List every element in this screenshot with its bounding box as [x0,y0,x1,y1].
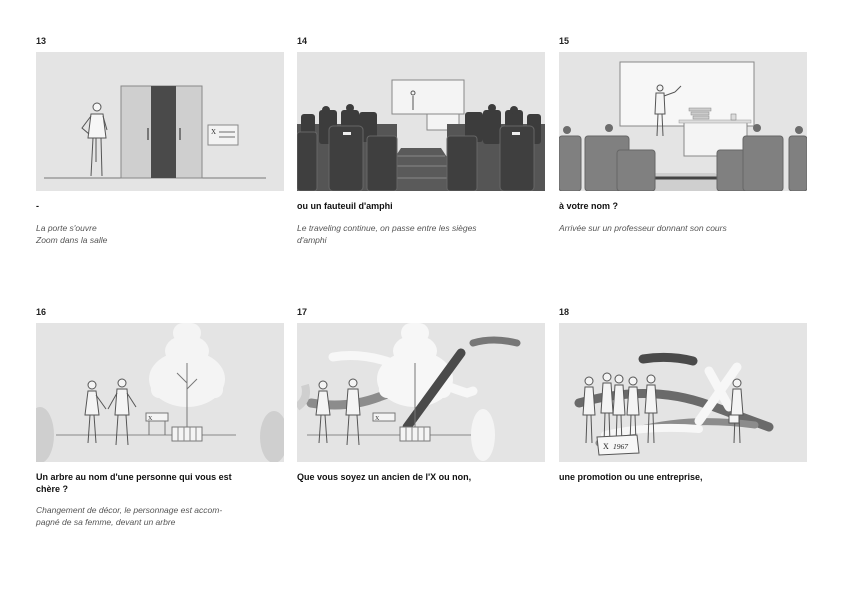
panel-illustration [297,52,545,191]
panel-number: 13 [36,36,47,46]
panel-note-line-1: Changement de décor, le personnage est a… [36,505,223,515]
bush-shape [36,407,284,462]
panel-caption: une promotion ou une entreprise, [559,472,703,482]
promotion-sign: X 1967 [596,434,640,456]
panel-caption: ou un fauteuil d'amphi [297,201,393,211]
panel-illustration [559,52,807,191]
panel-illustration: X [36,323,284,462]
panel-note-line-1: La porte s'ouvre [36,223,97,233]
panel-note-line-2: pagné de sa femme, devant un arbre [36,517,176,527]
svg-text:X: X [211,128,216,136]
panel-number: 14 [297,36,308,46]
panel-note-line-1: Le traveling continue, on passe entre le… [297,223,477,233]
door-scene-illustration: X [44,85,266,179]
professor-figure [654,84,682,137]
panel-caption-line-2: chère ? [36,484,69,494]
professor-lecture-illustration [559,61,807,191]
promotion-group-illustration: X 1967 [574,352,774,456]
panel-illustration: X [297,323,545,462]
svg-text:X: X [603,442,609,451]
panel-number: 17 [297,307,308,317]
panel-caption: à votre nom ? [559,201,619,211]
man-figure [81,102,108,177]
panel-illustration: X [36,52,284,191]
panel-note-line-2: d'amphi [297,235,327,245]
crowd-figures [582,372,744,446]
panel-note-line-1: Arrivée sur un professeur donnant son co… [559,223,727,233]
couple-tree-illustration: X [36,323,284,462]
panel-number: 16 [36,307,47,317]
panel-caption: Que vous soyez un ancien de l'X ou non, [297,472,472,482]
panel-caption: - [36,201,39,211]
x-ribbons-tree-illustration: X [297,323,521,461]
svg-text:X: X [375,416,380,422]
promotion-year-label: 1967 [613,442,628,451]
panel-illustration: X 1967 [559,323,807,462]
woman-figure [84,380,107,444]
svg-text:X: X [148,416,153,422]
panel-note-line-2: Zoom dans la salle [36,235,108,245]
panel-number: 15 [559,36,570,46]
panel-caption-line-1: Un arbre au nom d'une personne qui vous … [36,472,232,482]
man-figure [107,378,137,446]
panel-number: 18 [559,307,570,317]
amphitheatre-seats-illustration [297,79,545,191]
